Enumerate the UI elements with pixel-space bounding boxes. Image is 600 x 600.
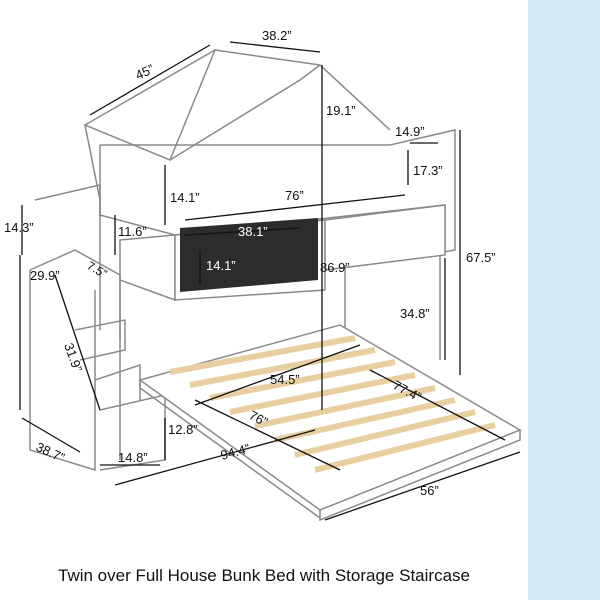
dim-total-height: 67.5” (466, 250, 496, 265)
bed-drawing: 38.2” 45” 19.1” 14.9” 17.3” 14.1” 76” 14… (4, 28, 522, 522)
dim-total-height-inner: 86.9” (320, 260, 350, 275)
dim-stair-drawer-height: 12.8” (168, 422, 198, 437)
dim-stair-depth: 38.7” (34, 439, 67, 465)
dim-stair-height: 29.9” (30, 268, 60, 283)
dim-top-length: 76” (285, 188, 304, 203)
dim-stair-run: 31.9” (61, 341, 85, 374)
dim-under-clearance: 34.8” (400, 306, 430, 321)
dim-top-rail-height: 14.1” (170, 190, 200, 205)
dim-total-length: 94.4” (219, 441, 252, 463)
dim-total-width: 56” (420, 483, 439, 498)
dim-roof-length: 45” (133, 61, 156, 83)
dim-stair-rail: 14.3” (4, 220, 34, 235)
dim-roof-height: 19.1” (326, 103, 356, 118)
dim-guardrail-gap: 14.9” (395, 124, 425, 139)
chalkboard (180, 218, 318, 292)
dim-stair-width: 14.8” (118, 450, 148, 465)
dim-stair-rail-inner: 11.6” (118, 224, 147, 239)
dim-roof-width: 38.2” (262, 28, 292, 43)
dim-bottom-width: 54.5” (270, 372, 300, 387)
caption-text: Twin over Full House Bunk Bed with Stora… (58, 566, 470, 585)
side-strip (528, 0, 600, 600)
product-caption: Twin over Full House Bunk Bed with Stora… (0, 552, 528, 600)
dim-step-depth: 7.5” (85, 258, 110, 280)
dim-guardrail-gap-height: 17.3” (413, 163, 443, 178)
dim-board-width: 38.1” (238, 224, 268, 239)
dim-board-height: 14.1” (206, 258, 236, 273)
